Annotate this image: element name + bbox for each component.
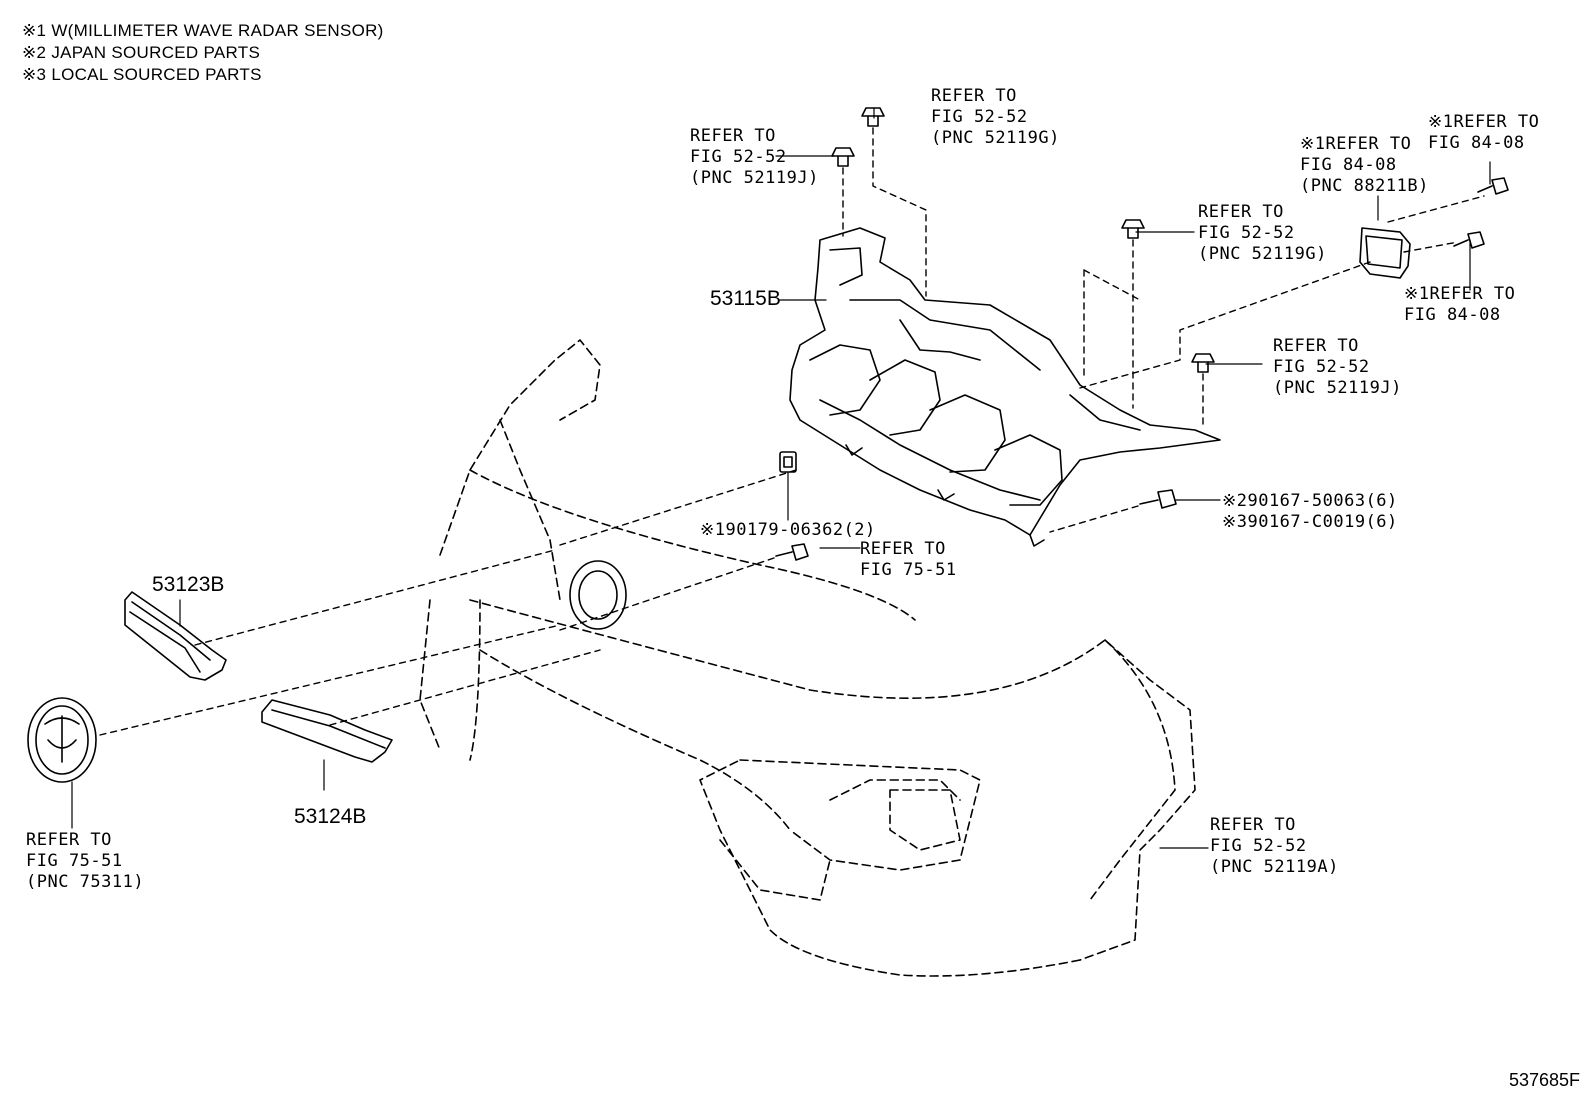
ref-label-52119j-top[interactable]: REFER TO FIG 52-52 (PNC 52119J) xyxy=(690,126,819,188)
connector-lines xyxy=(99,127,1485,736)
radar-bolt-side xyxy=(1453,231,1485,249)
lower-grille-part xyxy=(261,699,393,763)
front-emblem-part xyxy=(27,697,97,783)
ref-label-52119j-right[interactable]: REFER TO FIG 52-52 (PNC 52119J) xyxy=(1273,336,1402,398)
grille-screw xyxy=(775,543,809,561)
part-number-bolts[interactable]: ※290167-50063(6) ※390167-C0019(6) xyxy=(1222,491,1398,532)
ref-label-fig-75-51-screw[interactable]: REFER TO FIG 75-51 xyxy=(860,539,957,580)
ref-label-52119a[interactable]: REFER TO FIG 52-52 (PNC 52119A) xyxy=(1210,815,1339,877)
radar-bolt-top xyxy=(1477,177,1509,195)
part-number-53115b[interactable]: 53115B xyxy=(710,287,781,310)
part-number-radar-nut[interactable]: ※190179-06362(2) xyxy=(700,520,876,540)
ref-label-75311[interactable]: REFER TO FIG 75-51 (PNC 75311) xyxy=(26,830,145,892)
upper-grille-part xyxy=(124,591,227,681)
bumper-emblem-outline xyxy=(569,560,627,630)
radar-nut xyxy=(779,451,797,473)
clip-52119g-mid xyxy=(1121,219,1145,239)
part-number-53123b[interactable]: 53123B xyxy=(152,573,225,596)
leader-lines xyxy=(71,107,1491,849)
part-number-53124b[interactable]: 53124B xyxy=(294,805,367,828)
ref-label-fig-84-08-top[interactable]: ※1REFER TO FIG 84-08 xyxy=(1428,112,1540,153)
footnotes: ※1 W(MILLIMETER WAVE RADAR SENSOR) ※2 JA… xyxy=(22,20,384,86)
clip-52119j-top xyxy=(831,147,855,167)
footnote-2: ※2 JAPAN SOURCED PARTS xyxy=(22,43,261,62)
radiator-grille-retainer xyxy=(789,227,1221,547)
clip-52119g-top xyxy=(861,107,885,127)
radar-sensor-part xyxy=(1359,227,1411,279)
footnote-1: ※1 W(MILLIMETER WAVE RADAR SENSOR) xyxy=(22,21,384,40)
ref-label-52119g-mid[interactable]: REFER TO FIG 52-52 (PNC 52119G) xyxy=(1198,202,1327,264)
ref-label-88211b[interactable]: ※1REFER TO FIG 84-08 (PNC 88211B) xyxy=(1300,134,1429,196)
ref-label-52119g-top[interactable]: REFER TO FIG 52-52 (PNC 52119G) xyxy=(931,86,1060,148)
footnote-3: ※3 LOCAL SOURCED PARTS xyxy=(22,65,262,84)
illustration-id: 537685F xyxy=(1508,1070,1580,1090)
ref-label-fig-84-08-side[interactable]: ※1REFER TO FIG 84-08 xyxy=(1404,284,1516,325)
bumper-cover-outline xyxy=(419,339,1196,977)
retainer-bolt xyxy=(1139,489,1177,509)
clip-52119j-right xyxy=(1191,353,1215,373)
